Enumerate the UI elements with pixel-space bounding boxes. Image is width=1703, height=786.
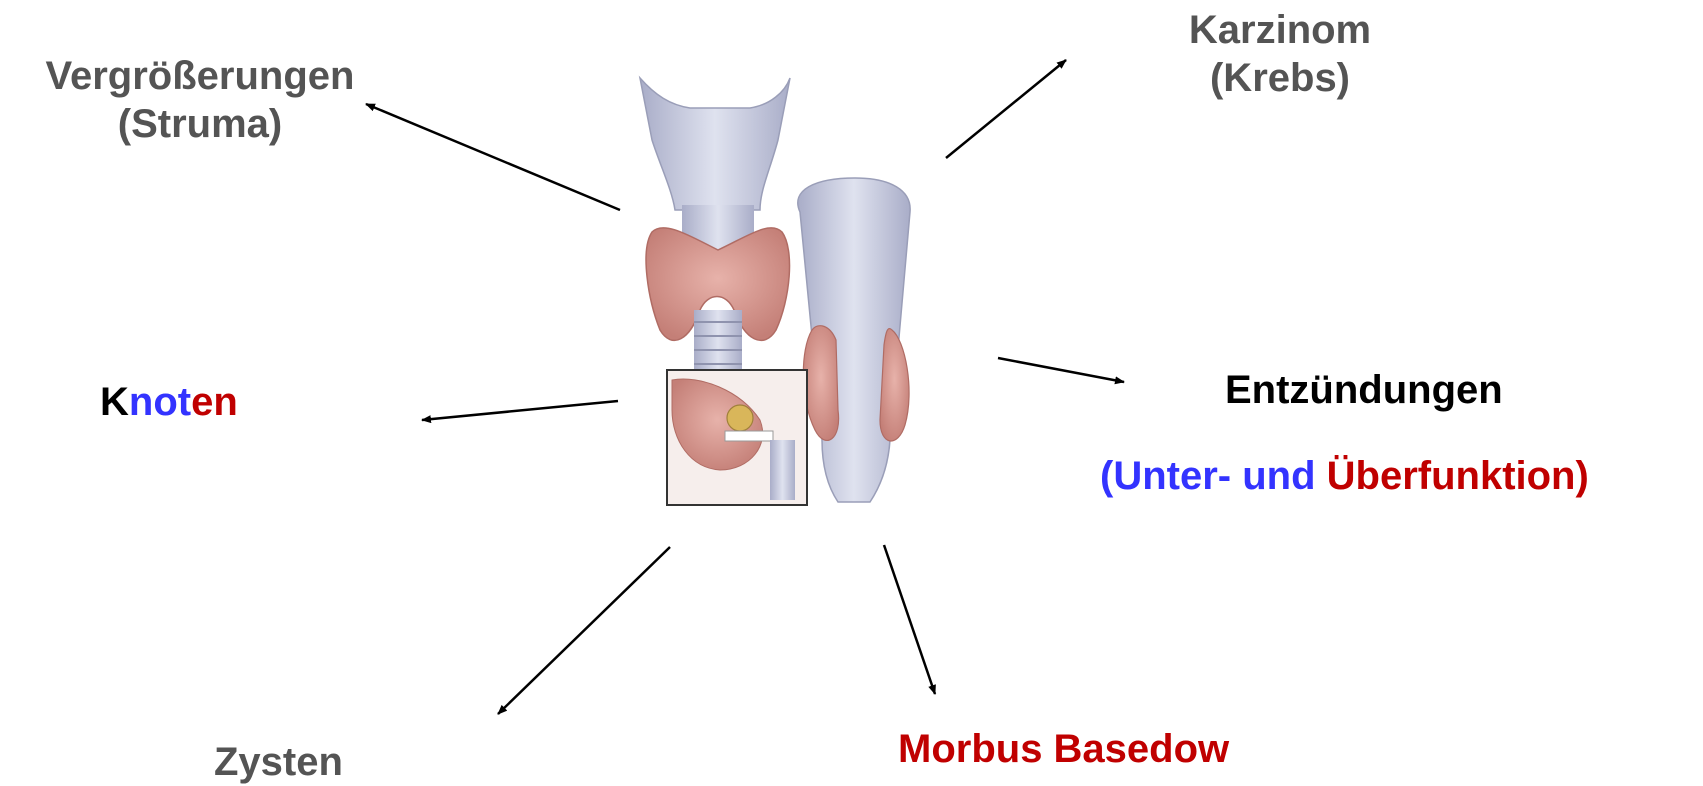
label-knoten-not: not (129, 380, 191, 424)
label-zysten: Zysten (214, 738, 343, 786)
trachea-lower (694, 310, 742, 372)
arrow-karzinom (946, 60, 1066, 158)
label-entzuendungen: Entzündungen (1225, 366, 1503, 414)
arrow-basedow (884, 545, 935, 694)
arrow-struma (366, 104, 620, 210)
arrow-entzuendungen (998, 358, 1124, 382)
nodule-inset (667, 370, 807, 505)
thyroid-front-illustration (640, 78, 790, 372)
label-struma-line1: Vergrößerungen (0, 52, 400, 100)
label-struma-line2: (Struma) (0, 100, 400, 148)
label-knoten-en: en (191, 380, 238, 424)
label-ueberfunktion: Überfunktion) (1327, 454, 1589, 498)
nodule-icon (727, 405, 753, 431)
thyroid-side-right (880, 329, 909, 441)
larynx-shape (640, 78, 790, 210)
label-vergroesserungen: Vergrößerungen (Struma) (0, 52, 400, 148)
label-unterfunktion: (Unter- und (1100, 454, 1327, 498)
arrow-zysten (498, 547, 670, 714)
thyroid-side-illustration (798, 178, 910, 502)
thyroid-side-left (803, 326, 838, 441)
label-unter-ueberfunktion: (Unter- und Überfunktion) (1100, 452, 1589, 500)
label-knoten: Knoten (100, 378, 238, 426)
label-knoten-k: K (100, 380, 129, 424)
label-karzinom-line1: Karzinom (1130, 6, 1430, 54)
label-karzinom-line2: (Krebs) (1130, 54, 1430, 102)
label-karzinom: Karzinom (Krebs) (1130, 6, 1430, 102)
label-morbus-basedow: Morbus Basedow (898, 725, 1229, 773)
arrow-knoten (422, 401, 618, 420)
